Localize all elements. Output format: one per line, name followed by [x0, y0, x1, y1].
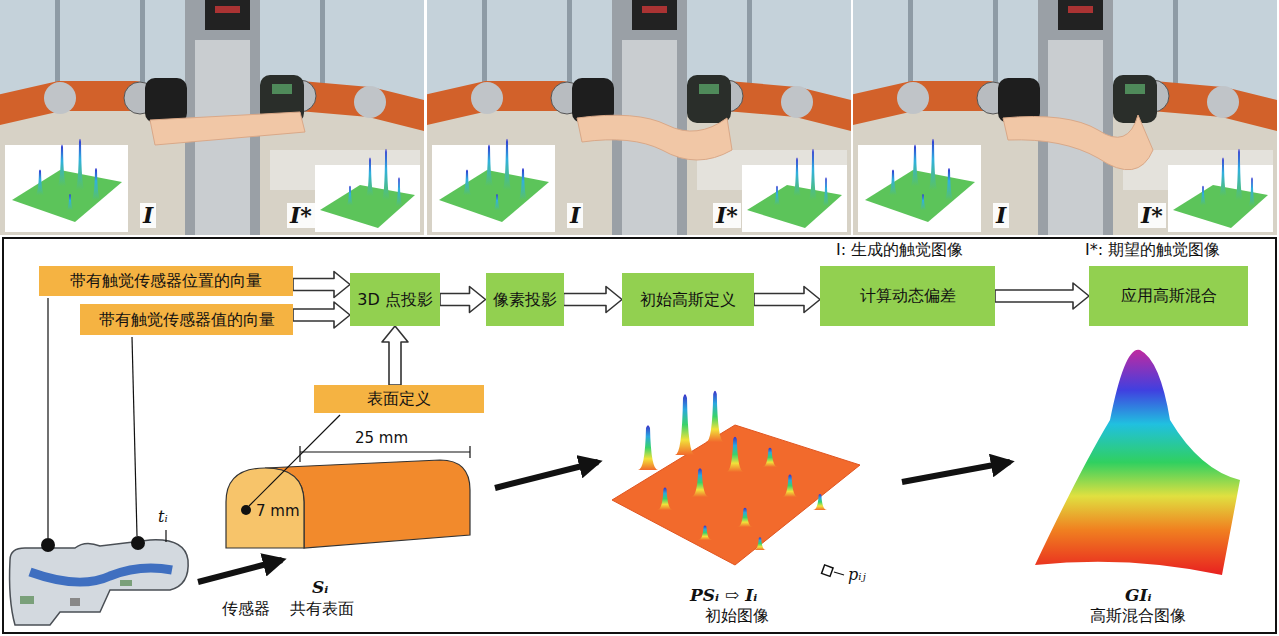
box-text: 3D 点投影 [357, 290, 433, 309]
image-symbol: I* [713, 203, 741, 228]
legend-note: I: 生成的触觉图像 [836, 241, 963, 259]
process-box: 像素投影 [486, 273, 564, 326]
dimension-label: 25 mm [355, 430, 408, 447]
pixel-symbol: pᵢⱼ [848, 566, 866, 584]
dimension-label: 7 mm [256, 503, 300, 520]
process-box: 3D 点投影 [350, 273, 440, 326]
flow-arrow [754, 287, 820, 313]
image-symbol: I* [1138, 203, 1166, 228]
image-symbol: I [993, 203, 1009, 228]
flow-arrow [564, 287, 623, 313]
process-box: 应用高斯混合 [1089, 266, 1248, 326]
image-symbol: I [140, 203, 156, 228]
flow-arrow [382, 326, 408, 385]
box-text: 计算动态偏差 [860, 286, 956, 305]
image-symbol: PSᵢ ⇨ Iᵢ [690, 586, 757, 606]
flow-arrow [293, 302, 350, 328]
box-text: 像素投影 [493, 290, 557, 309]
box-text: 应用高斯混合 [1121, 286, 1217, 305]
input-box: 带有触觉传感器位置的向量 [39, 266, 293, 296]
image-symbol: I* [287, 203, 315, 228]
box-text: 表面定义 [367, 389, 431, 408]
caption-label: 传感器 [222, 600, 270, 618]
caption-label: 初始图像 [705, 607, 769, 625]
box-text: 初始高斯定义 [640, 290, 736, 309]
process-box: 初始高斯定义 [622, 273, 754, 326]
input-box: 带有触觉传感器值的向量 [80, 304, 293, 335]
sensor-symbol: tᵢ [158, 508, 168, 526]
image-symbol: I [567, 203, 583, 228]
legend-note: I*: 期望的触觉图像 [1085, 241, 1220, 259]
surface-symbol: Sᵢ [312, 578, 328, 598]
box-text: 带有触觉传感器值的向量 [99, 310, 275, 329]
process-box: 计算动态偏差 [820, 266, 995, 326]
flow-arrow [995, 283, 1089, 309]
image-symbol: GIᵢ [1125, 586, 1152, 606]
caption-label: 高斯混合图像 [1090, 607, 1186, 625]
input-box: 表面定义 [314, 385, 484, 413]
box-text: 带有触觉传感器位置的向量 [70, 271, 262, 290]
flow-arrow [293, 272, 350, 298]
flow-arrow [440, 287, 486, 313]
caption-label: 共有表面 [290, 600, 354, 618]
